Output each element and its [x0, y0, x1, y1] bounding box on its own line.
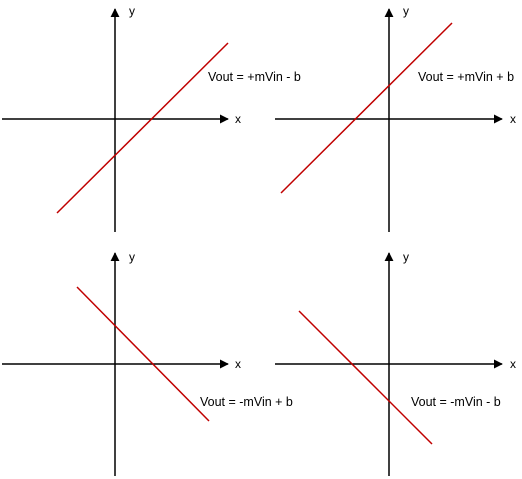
- x-axis-label: x: [235, 112, 241, 126]
- function-line: [280, 22, 453, 194]
- function-line: [298, 310, 433, 445]
- panel-bottom-right: x y Vout = -mVin - b: [275, 250, 516, 476]
- equation-label: Vout = -mVin + b: [200, 395, 293, 409]
- panel-top-right: x y Vout = +mVin + b: [275, 4, 516, 232]
- x-axis-label: x: [510, 357, 516, 371]
- panel-top-left: x y Vout = +mVin - b: [2, 4, 301, 232]
- x-axis-label: x: [510, 112, 516, 126]
- y-axis-label: y: [403, 250, 409, 264]
- equation-label: Vout = +mVin + b: [418, 70, 514, 84]
- y-axis-label: y: [403, 4, 409, 18]
- y-axis-label: y: [129, 250, 135, 264]
- equation-label: Vout = +mVin - b: [208, 70, 301, 84]
- function-line: [56, 42, 229, 214]
- function-line: [76, 286, 210, 422]
- equation-label: Vout = -mVin - b: [411, 395, 501, 409]
- y-axis-label: y: [129, 4, 135, 18]
- panel-bottom-left: x y Vout = -mVin + b: [2, 250, 293, 476]
- x-axis-label: x: [235, 357, 241, 371]
